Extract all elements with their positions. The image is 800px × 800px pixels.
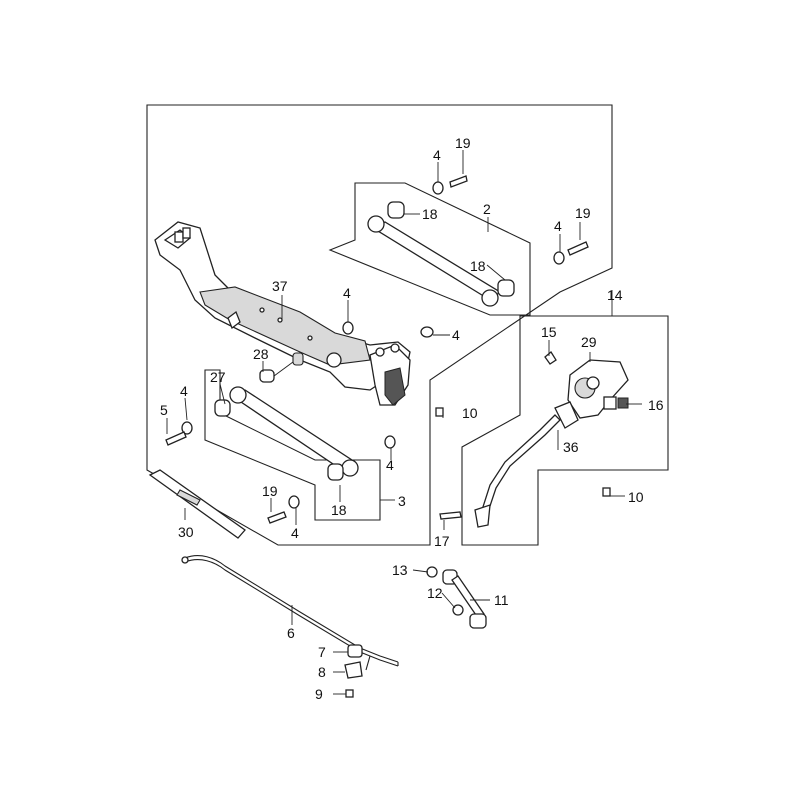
callout-36: 36 [563, 439, 579, 455]
callout-2: 2 [483, 201, 491, 217]
callout-8: 8 [318, 664, 326, 680]
link-11 [426, 566, 487, 629]
bolts-19 [165, 175, 589, 524]
callout-4-c: 4 [343, 285, 351, 301]
callout-19-c: 19 [262, 483, 278, 499]
callout-18-b: 18 [470, 258, 486, 274]
callout-13: 13 [392, 562, 408, 578]
rod-30 [148, 469, 246, 539]
callout-37: 37 [272, 278, 288, 294]
upper-arm-2 [367, 201, 515, 307]
callout-10-b: 10 [628, 489, 644, 505]
callout-7: 7 [318, 644, 326, 660]
callout-4-g: 4 [291, 525, 299, 541]
callout-15: 15 [541, 324, 557, 340]
callout-4-b: 4 [554, 218, 562, 234]
callout-labels: 19 4 18 2 19 4 18 37 4 4 28 27 4 5 4 19 … [160, 135, 664, 702]
stabilizer-bar-6 [181, 555, 399, 698]
bushing-28 [259, 352, 304, 383]
knuckle-29 [544, 351, 629, 429]
crossmember-37 [154, 221, 411, 406]
callout-5: 5 [160, 402, 168, 418]
trailing-rod-36 [439, 414, 561, 528]
callout-17: 17 [434, 533, 450, 549]
lower-arm-3 [214, 386, 359, 481]
callout-29: 29 [581, 334, 597, 350]
callout-9: 9 [315, 686, 323, 702]
callout-30: 30 [178, 524, 194, 540]
arm-3-frame [204, 369, 381, 521]
callout-14: 14 [607, 287, 623, 303]
callout-12: 12 [427, 585, 443, 601]
arm-2-frame [328, 182, 531, 316]
callout-4-a: 4 [433, 147, 441, 163]
callout-27: 27 [210, 369, 226, 385]
callout-19-b: 19 [575, 205, 591, 221]
callout-10-a: 10 [462, 405, 478, 421]
callout-4-e: 4 [180, 383, 188, 399]
callout-4-f: 4 [386, 457, 394, 473]
callout-18-a: 18 [422, 206, 438, 222]
callout-18-c: 18 [331, 502, 347, 518]
callout-6: 6 [287, 625, 295, 641]
callout-3: 3 [398, 493, 406, 509]
callout-11: 11 [494, 592, 509, 608]
leader-lines [166, 150, 642, 695]
knuckle-14-frame [461, 315, 669, 546]
callout-4-d: 4 [452, 327, 460, 343]
callout-28: 28 [253, 346, 269, 362]
callout-19-a: 19 [455, 135, 471, 151]
callout-16: 16 [648, 397, 664, 413]
